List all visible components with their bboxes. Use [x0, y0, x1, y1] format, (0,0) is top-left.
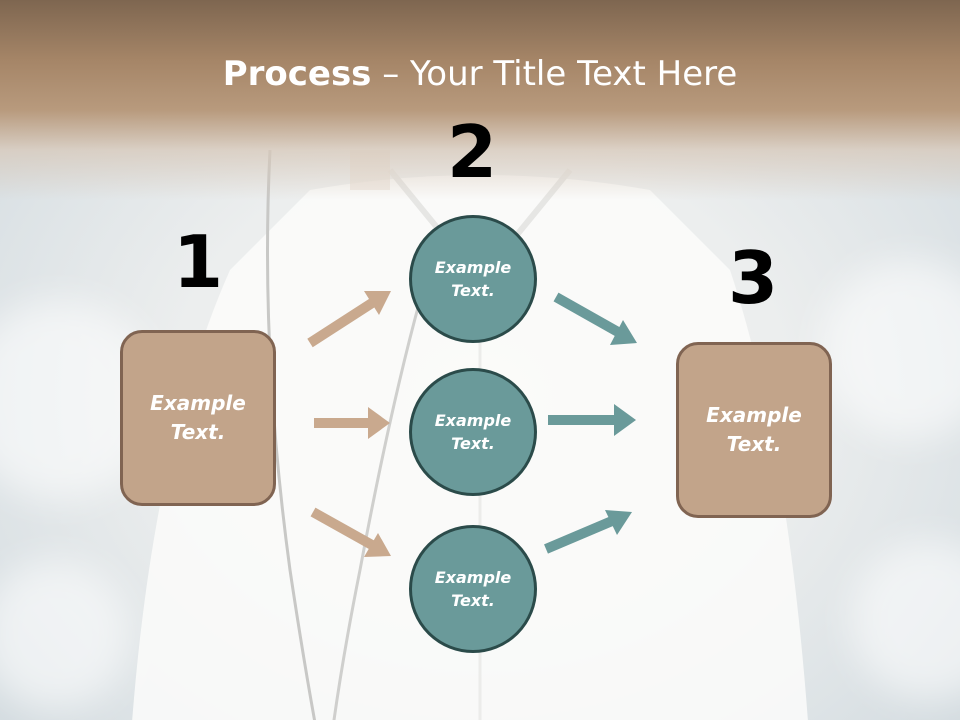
step-1-label: Example Text.	[150, 391, 246, 444]
background-blur	[820, 260, 960, 440]
arrow-right	[314, 407, 390, 439]
circle-label: Example Text.	[434, 411, 512, 453]
arrow-right-up	[544, 510, 632, 554]
arrow-right-down	[553, 292, 637, 345]
step-1-number: 1	[172, 220, 224, 304]
title-band	[0, 0, 960, 200]
background-blur	[0, 560, 130, 710]
step-3-box: Example Text.	[676, 342, 832, 518]
step-3-number: 3	[727, 236, 779, 320]
circle-label: Example Text.	[434, 258, 512, 300]
arrow-right-down	[310, 507, 391, 557]
step-3-label: Example Text.	[706, 403, 802, 456]
arrow-right	[548, 404, 636, 436]
step-2-circle-top: Example Text.	[409, 215, 537, 343]
arrow-right-up	[307, 291, 391, 348]
step-1-box: Example Text.	[120, 330, 276, 506]
step-2-number: 2	[446, 110, 498, 194]
slide-title: Process – Your Title Text Here	[0, 52, 960, 96]
title-bold: Process	[222, 54, 372, 94]
title-rest: – Your Title Text Here	[371, 54, 738, 94]
step-2-circle-middle: Example Text.	[409, 368, 537, 496]
step-2-circle-bottom: Example Text.	[409, 525, 537, 653]
circle-label: Example Text.	[434, 568, 512, 610]
